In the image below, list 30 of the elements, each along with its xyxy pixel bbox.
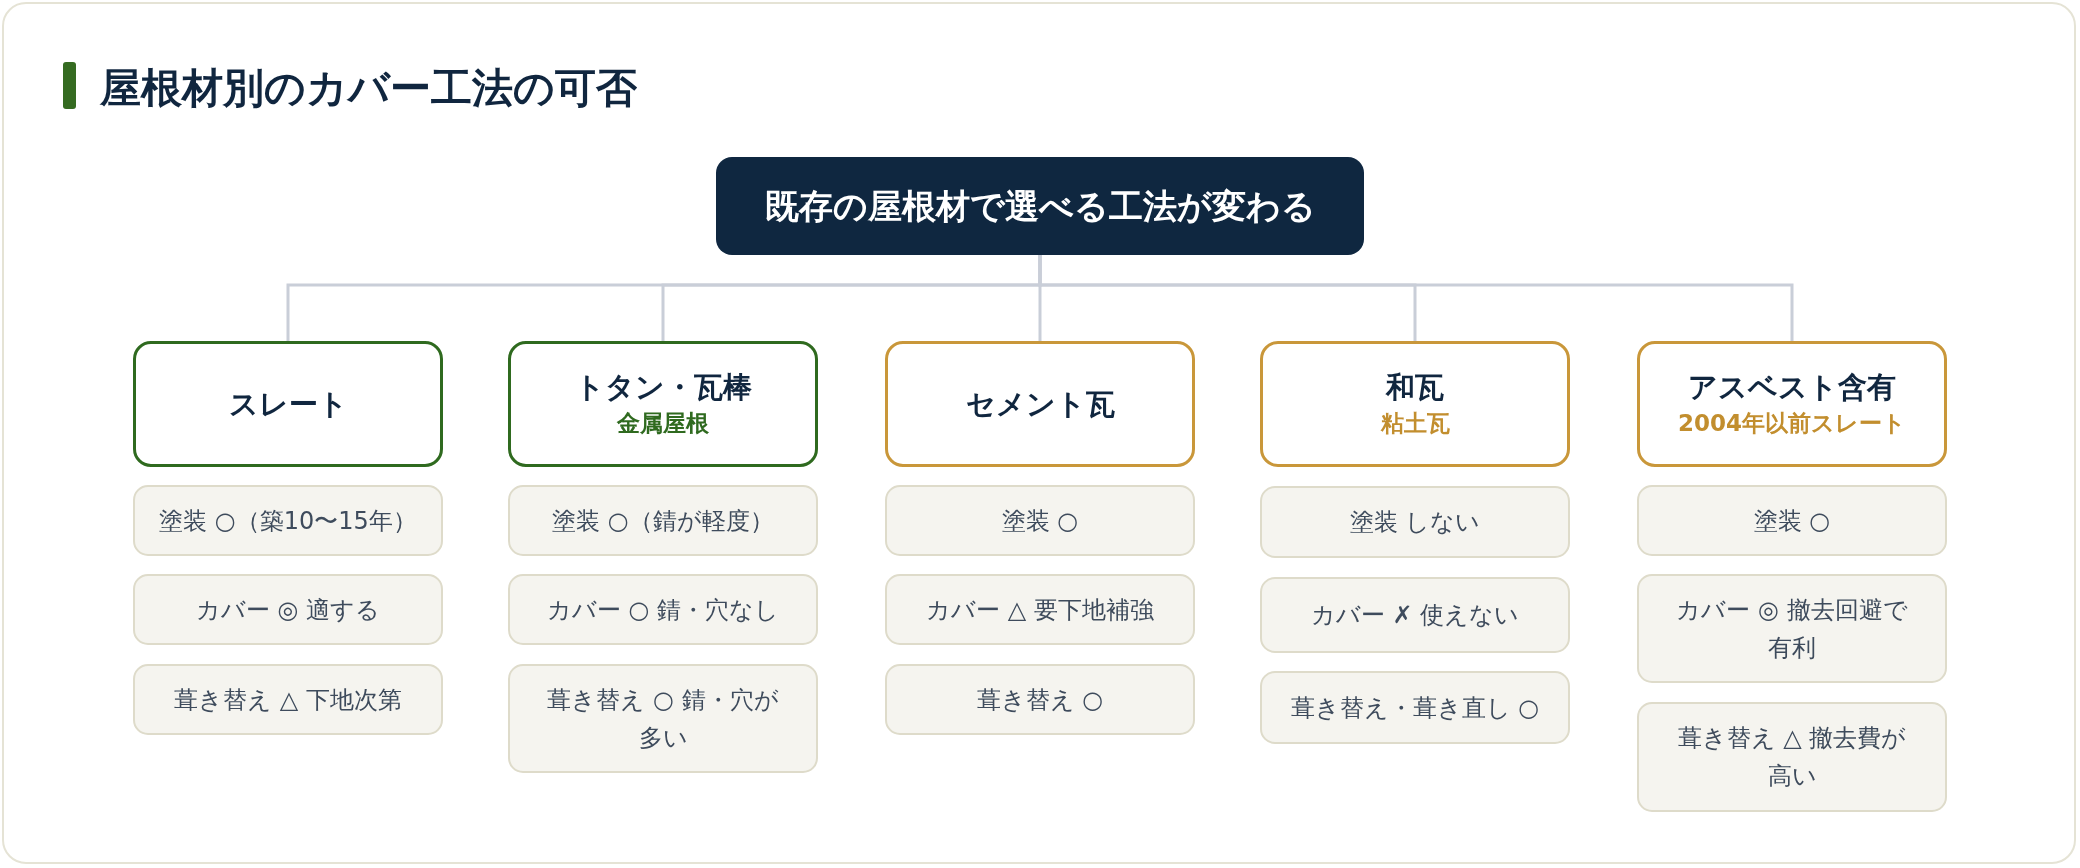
- category-box: [1637, 341, 1947, 467]
- rating-box: 塗装 しない: [1260, 486, 1570, 558]
- category-title: アスベスト含有: [1688, 369, 1896, 406]
- rating-box: 葺き替え・葺き直し ○: [1260, 671, 1570, 744]
- topic-box: 既存の屋根材で選べる工法が変わる: [716, 157, 1364, 255]
- rating-box: 葺き替え △ 撤去費が高い: [1637, 702, 1947, 812]
- category-title: トタン・瓦棒: [574, 369, 752, 406]
- rating-box: 葺き替え ○: [885, 664, 1195, 735]
- category-box: [885, 341, 1195, 467]
- rating-box: 塗装 ○（築10〜15年）: [133, 485, 443, 556]
- rating-box: カバー ○ 錆・穴なし: [508, 574, 818, 645]
- diagram-title: 屋根材別のカバー工法の可否: [100, 63, 637, 114]
- rating-box: 葺き替え △ 下地次第: [133, 664, 443, 735]
- rating-box: カバー △ 要下地補強: [885, 574, 1195, 645]
- category-subtitle: 粘土瓦: [1380, 409, 1450, 438]
- rating-box: カバー ◎ 適する: [133, 574, 443, 645]
- rating-box: カバー ◎ 撤去回避で有利: [1637, 574, 1947, 683]
- rating-box: 葺き替え ○ 錆・穴が多い: [508, 664, 818, 773]
- category-box: [1260, 341, 1570, 467]
- category-title: セメント瓦: [965, 386, 1115, 423]
- rating-box: 塗装 ○（錆が軽度）: [508, 485, 818, 556]
- rating-box: 塗装 ○: [1637, 485, 1947, 556]
- category-subtitle: 2004年以前スレート: [1678, 409, 1906, 438]
- category-box: [508, 341, 818, 467]
- rating-box: カバー ✗ 使えない: [1260, 577, 1570, 653]
- category-title: 和瓦: [1386, 369, 1444, 406]
- category-box: [133, 341, 443, 467]
- category-subtitle: 金属屋根: [617, 409, 709, 438]
- rating-box: 塗装 ○: [885, 485, 1195, 556]
- category-title: スレート: [228, 386, 348, 423]
